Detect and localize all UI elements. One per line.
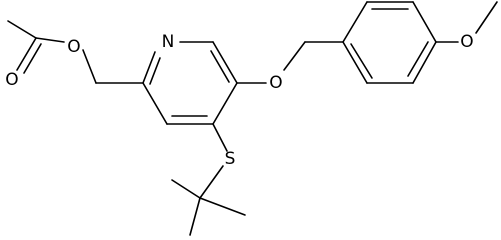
bond-ring-c2-n-inner	[149, 57, 161, 85]
bond-tbutyl-methyl-right	[199, 197, 246, 216]
bond-ring-c6-c5-inner	[210, 50, 230, 83]
bond-ring-sulfur	[212, 123, 228, 152]
bond-phenyl-4-5	[412, 1, 437, 43]
bond-phenyl-3-4-inner	[407, 41, 429, 77]
bond-tbutyl-methyl-left	[171, 179, 201, 199]
atom-label-carbonyl-oxygen: O	[5, 70, 18, 90]
bond-phenyl-1-2	[342, 41, 368, 84]
bond-carbonyl-double-a	[16, 37, 37, 71]
bond-oxygen-benzyl-ch2	[283, 41, 306, 71]
atom-label-ring-nitrogen: N	[162, 32, 175, 52]
bond-sulfur-quaternary-carbon	[199, 165, 224, 199]
bond-carbonyl-ester-oxygen	[35, 37, 65, 43]
atom-label-aryl-ether-oxygen: O	[269, 73, 282, 93]
bond-methoxy-oxygen-methyl	[475, 1, 498, 34]
bond-lines	[7, 1, 498, 236]
bond-methyl-carbonyl	[7, 20, 37, 39]
bond-phenyl-6-1	[342, 1, 368, 43]
bond-ring-c3-c2	[142, 82, 168, 125]
bond-tbutyl-methyl-bottom	[189, 197, 201, 236]
atom-label-methoxy-oxygen: O	[460, 32, 473, 52]
bond-carbonyl-double-b	[23, 43, 42, 74]
bond-ester-oxygen-ch2	[82, 49, 97, 84]
atom-label-ester-oxygen: O	[67, 37, 80, 57]
bond-ring-c5-c4	[212, 82, 238, 125]
bond-ring-c6-c5	[212, 41, 238, 84]
atom-label-thioether-sulfur: S	[225, 149, 236, 169]
atom-labels: O O N O O S	[5, 32, 473, 169]
bond-phenyl-1-2-inner	[350, 43, 373, 79]
bond-phenyl-3-4	[412, 41, 437, 84]
bond-ring-c2-n	[142, 51, 156, 84]
